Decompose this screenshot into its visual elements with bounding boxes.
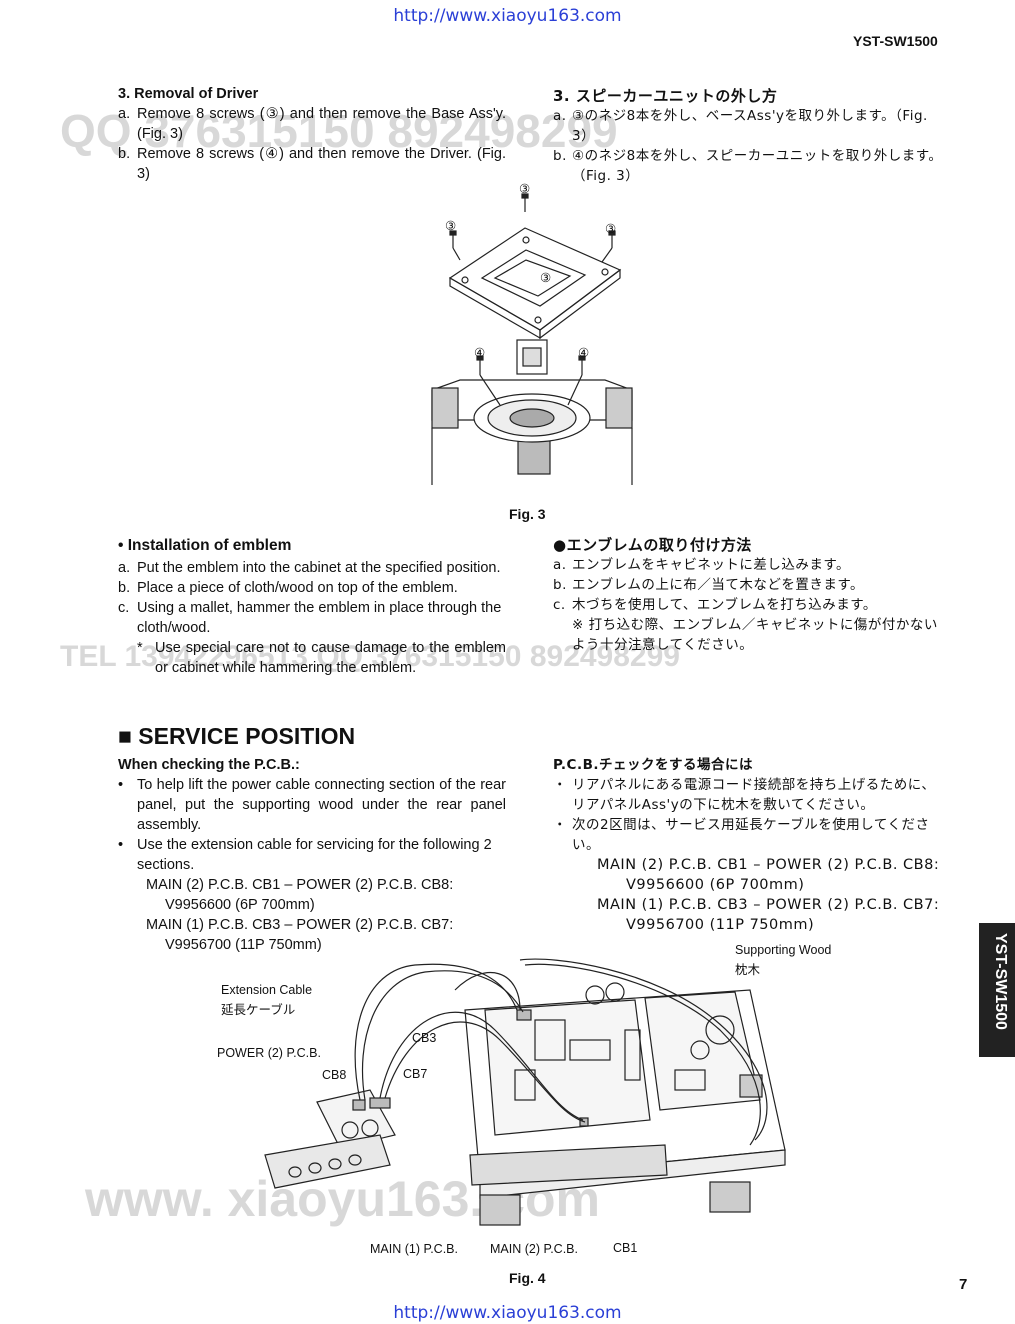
service-bullet-1-jp: ・リアパネルにある電源コード接続部を持ち上げるために、リアパネルAss'yの下に… <box>553 777 936 813</box>
fig3-callout-3-top: ③ <box>519 182 531 196</box>
fig4-label-main2: MAIN (2) P.C.B. <box>490 1242 578 1256</box>
emblem-item-b-jp: b.エンブレムの上に布／当て木などを置きます。 <box>553 577 864 593</box>
fig4-label-supporting-wood-jp: 枕木 <box>735 962 761 977</box>
page-number: 7 <box>959 1276 968 1293</box>
service-cable-1-jp: MAIN (2) P.C.B. CB1 – POWER (2) P.C.B. C… <box>597 857 940 893</box>
fig3-exploded-diagram <box>431 193 633 485</box>
emblem-item-c-jp: c.木づちを使用して、エンブレムを打ち込みます。 <box>553 597 877 613</box>
fig4-label-extension-cable: Extension Cable <box>221 983 313 997</box>
model-number: YST-SW1500 <box>853 33 938 49</box>
fig4-label-cb8: CB8 <box>322 1068 347 1082</box>
fig4-label-main1: MAIN (1) P.C.B. <box>370 1242 458 1256</box>
fig4-label-cb3: CB3 <box>412 1031 437 1045</box>
service-bullet-2: •Use the extension cable for servicing f… <box>118 837 492 873</box>
emblem-section: • Installation of emblem a.Put the emble… <box>118 536 506 678</box>
removal-section-jp: 3. スピーカーユニットの外し方 a.③のネジ8本を外し、ベースAss'yを取り… <box>553 86 945 186</box>
service-bullet-1: •To help lift the power cable connecting… <box>118 777 506 833</box>
emblem-title: • Installation of emblem <box>118 537 292 554</box>
service-subtitle: When checking the P.C.B.: <box>118 757 300 773</box>
emblem-item-b: b.Place a piece of cloth/wood on top of … <box>118 580 458 596</box>
emblem-section-jp: ●エンブレムの取り付け方法 a.エンブレムをキャビネットに差し込みます。 b.エ… <box>553 535 945 655</box>
removal-item-a: a.Remove 8 screws (③) and then remove th… <box>118 106 506 142</box>
header-url[interactable]: http://www.xiaoyu163.com <box>393 6 622 26</box>
emblem-item-a-jp: a.エンブレムをキャビネットに差し込みます。 <box>553 557 850 573</box>
footer-url[interactable]: http://www.xiaoyu163.com <box>393 1303 622 1323</box>
fig4-service-diagram <box>264 958 786 1226</box>
service-cable-1: MAIN (2) P.C.B. CB1 – POWER (2) P.C.B. C… <box>146 877 454 913</box>
emblem-note: *Use special care not to cause damage to… <box>137 640 506 676</box>
service-bullet-2-jp: ・次の2区間は、サービス用延長ケーブルを使用してください。 <box>553 817 930 853</box>
fig3-callout-4-right: ④ <box>578 346 590 360</box>
fig3-callout-4-left: ④ <box>474 346 486 360</box>
fig4-label-extension-cable-jp: 延長ケーブル <box>221 1002 296 1017</box>
removal-item-b-jp: b.④のネジ8本を外し、スピーカーユニットを取り外します。（Fig. 3） <box>553 148 943 184</box>
service-heading: ■ SERVICE POSITION <box>118 723 356 749</box>
service-section: When checking the P.C.B.: •To help lift … <box>118 755 506 955</box>
removal-title: 3. Removal of Driver <box>118 86 259 102</box>
service-cable-2-jp: MAIN (1) P.C.B. CB3 – POWER (2) P.C.B. C… <box>597 897 940 933</box>
emblem-item-c: c.Using a mallet, hammer the emblem in p… <box>118 600 502 636</box>
side-model-tab: YST-SW1500 <box>979 923 1015 1057</box>
fig4-caption: Fig. 4 <box>509 1270 546 1286</box>
fig4-label-cb1: CB1 <box>613 1241 638 1255</box>
fig3-callout-3-right: ③ <box>605 222 617 236</box>
fig4-label-power2: POWER (2) P.C.B. <box>217 1046 321 1060</box>
service-section-jp: P.C.B.チェックをする場合には ・リアパネルにある電源コード接続部を持ち上げ… <box>553 755 945 935</box>
removal-item-b: b.Remove 8 screws (④) and then remove th… <box>118 146 506 182</box>
fig3-caption: Fig. 3 <box>509 506 546 522</box>
service-subtitle-jp: P.C.B.チェックをする場合には <box>553 757 753 773</box>
fig3-callout-3-center: ③ <box>540 271 552 285</box>
service-cable-2: MAIN (1) P.C.B. CB3 – POWER (2) P.C.B. C… <box>146 917 454 953</box>
emblem-title-jp: ●エンブレムの取り付け方法 <box>553 536 752 554</box>
fig4-label-cb7: CB7 <box>403 1067 428 1081</box>
emblem-item-a: a.Put the emblem into the cabinet at the… <box>118 560 501 576</box>
fig3-callout-3-left: ③ <box>445 219 457 233</box>
emblem-note-jp: ※ 打ち込む際、エンブレム／キャビネットに傷が付かないよう十分注意してください。 <box>572 617 938 653</box>
removal-section: 3. Removal of Driver a.Remove 8 screws (… <box>118 84 506 184</box>
removal-item-a-jp: a.③のネジ8本を外し、ベースAss'yを取り外します。（Fig. 3） <box>553 108 928 144</box>
fig4-label-supporting-wood: Supporting Wood <box>735 943 832 957</box>
removal-title-jp: 3. スピーカーユニットの外し方 <box>553 87 778 105</box>
